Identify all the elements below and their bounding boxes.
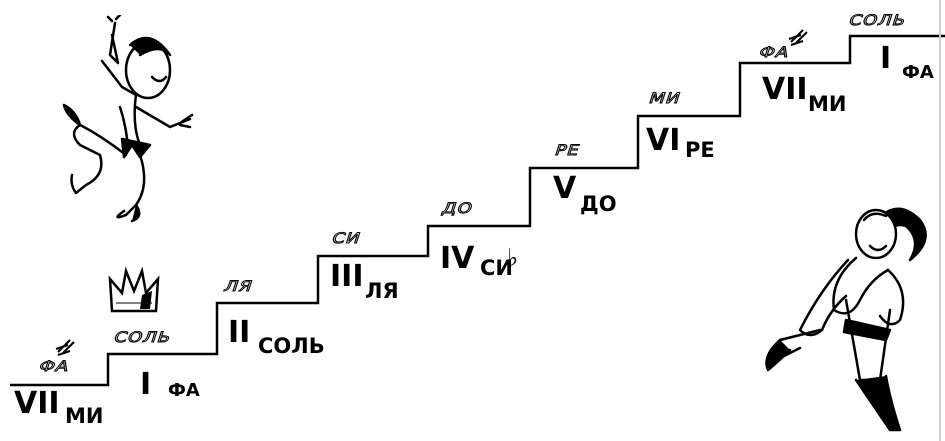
- note-name: ЛЯ: [365, 279, 399, 303]
- next-note-label: МИ: [646, 89, 684, 107]
- note-name: СОЛЬ: [258, 334, 325, 358]
- climbing-jester: [765, 207, 927, 432]
- next-note-label: СОЛЬ: [846, 11, 909, 29]
- degree-numeral: II: [228, 315, 251, 350]
- sharp-mark: [788, 29, 808, 46]
- note-name: ФА: [902, 62, 934, 83]
- degree-numeral: VI: [646, 123, 681, 158]
- note-name: ДО: [580, 192, 617, 216]
- degree-numeral: IV: [440, 241, 475, 276]
- note-name: СИ: [480, 256, 513, 280]
- next-note-label: РЕ: [552, 141, 583, 159]
- next-note-label: ФА: [36, 357, 73, 375]
- degree-numeral: I: [140, 367, 152, 402]
- degree-numeral: VII: [14, 386, 60, 421]
- crown-icon: [108, 266, 160, 313]
- sharp-mark: [55, 339, 75, 356]
- page-edge: [939, 0, 941, 441]
- flat-sign: ♭: [507, 244, 519, 272]
- note-name: РЕ: [685, 138, 715, 162]
- degree-numeral: III: [330, 259, 364, 294]
- next-note-label: ЛЯ: [221, 277, 256, 295]
- degree-numeral: V: [553, 171, 577, 206]
- next-note-label: ФА: [756, 43, 793, 61]
- note-name: МИ: [65, 404, 104, 428]
- next-note-label: СИ: [329, 229, 364, 247]
- degree-numeral: VII: [762, 72, 808, 107]
- note-name: ФА: [168, 380, 200, 401]
- degree-numeral: I: [880, 41, 892, 76]
- note-name: МИ: [808, 92, 847, 116]
- dancing-jester: [62, 15, 194, 223]
- next-note-label: ДО: [439, 199, 476, 217]
- next-note-label: СОЛЬ: [111, 328, 174, 346]
